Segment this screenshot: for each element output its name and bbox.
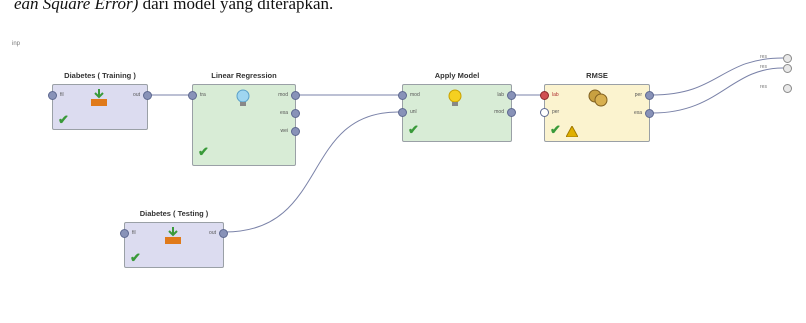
port-label: out [209, 230, 216, 236]
result-port-3[interactable] [783, 84, 792, 93]
operator-title: Diabetes ( Testing ) [139, 209, 209, 218]
operator-rmse[interactable]: RMSE lab per per exa ✔ [540, 71, 654, 142]
port-label: mod [410, 92, 420, 98]
wire-rmse-to-res1 [651, 57, 784, 96]
caption-rest: dari model yang diterapkan. [138, 0, 334, 13]
result-port-label: res [760, 84, 767, 90]
output-port-mod[interactable] [291, 91, 300, 100]
operator-body [192, 84, 296, 166]
caption-italic: ean Square Error) [14, 0, 139, 13]
caption-text: ean Square Error) dari model yang ditera… [14, 0, 333, 14]
port-label: tra [200, 92, 206, 98]
output-port-mod[interactable] [507, 108, 516, 117]
output-port-out[interactable] [219, 229, 228, 238]
port-label: exa [633, 110, 642, 116]
output-port-per[interactable] [645, 91, 654, 100]
port-label: wei [280, 128, 288, 134]
status-ok-icon: ✔ [408, 122, 419, 137]
lightbulb-icon [236, 89, 250, 106]
status-ok-icon: ✔ [550, 122, 561, 137]
output-port-wei[interactable] [291, 127, 300, 136]
port-label: fil [132, 230, 136, 236]
operator-title: Apply Model [434, 71, 480, 80]
process-input-label: inp [12, 41, 21, 47]
port-label: per [552, 109, 560, 115]
input-port-unl[interactable] [398, 108, 407, 117]
output-port-exa[interactable] [291, 109, 300, 118]
status-ok-icon: ✔ [198, 144, 209, 159]
input-port-tra[interactable] [188, 91, 197, 100]
input-port-per[interactable] [540, 108, 549, 117]
input-port-fil[interactable] [120, 229, 129, 238]
operator-diabetes-testing[interactable]: Diabetes ( Testing ) fil out ✔ [120, 209, 228, 268]
input-port-fil[interactable] [48, 91, 57, 100]
port-label: per [634, 92, 642, 98]
result-port-label: res [760, 64, 767, 70]
wire-testing-to-apply [224, 111, 399, 233]
port-label: unl [410, 109, 417, 115]
operator-diabetes-training[interactable]: Diabetes ( Training ) fil out ✔ [48, 71, 152, 130]
result-port-label: res [760, 54, 767, 60]
performance-icon [588, 89, 608, 107]
port-label: out [133, 92, 140, 98]
input-port-lab[interactable] [540, 91, 549, 100]
operator-linear-regression[interactable]: Linear Regression tra mod exa wei ✔ [188, 71, 300, 166]
port-label: exa [279, 110, 288, 116]
output-port-out[interactable] [143, 91, 152, 100]
output-port-lab[interactable] [507, 91, 516, 100]
read-excel-icon [165, 227, 181, 244]
operator-apply-model[interactable]: Apply Model mod unl lab mod ✔ [398, 71, 516, 142]
read-excel-icon [91, 89, 107, 106]
lightbulb-apply-icon [448, 89, 462, 106]
warning-icon [566, 126, 578, 137]
result-port-2[interactable] [783, 64, 792, 73]
operator-title: Linear Regression [211, 71, 277, 80]
result-port-1[interactable] [783, 54, 792, 63]
wire-rmse-to-res2 [651, 67, 784, 114]
port-label: mod [494, 109, 504, 115]
port-label: lab [497, 92, 504, 98]
port-label: mod [278, 92, 288, 98]
operator-title: RMSE [586, 71, 608, 80]
status-ok-icon: ✔ [58, 112, 69, 127]
port-label: fil [60, 92, 64, 98]
input-port-mod[interactable] [398, 91, 407, 100]
status-ok-icon: ✔ [130, 250, 141, 265]
operator-title: Diabetes ( Training ) [64, 71, 136, 80]
output-port-exa[interactable] [645, 109, 654, 118]
port-label: lab [552, 92, 559, 98]
